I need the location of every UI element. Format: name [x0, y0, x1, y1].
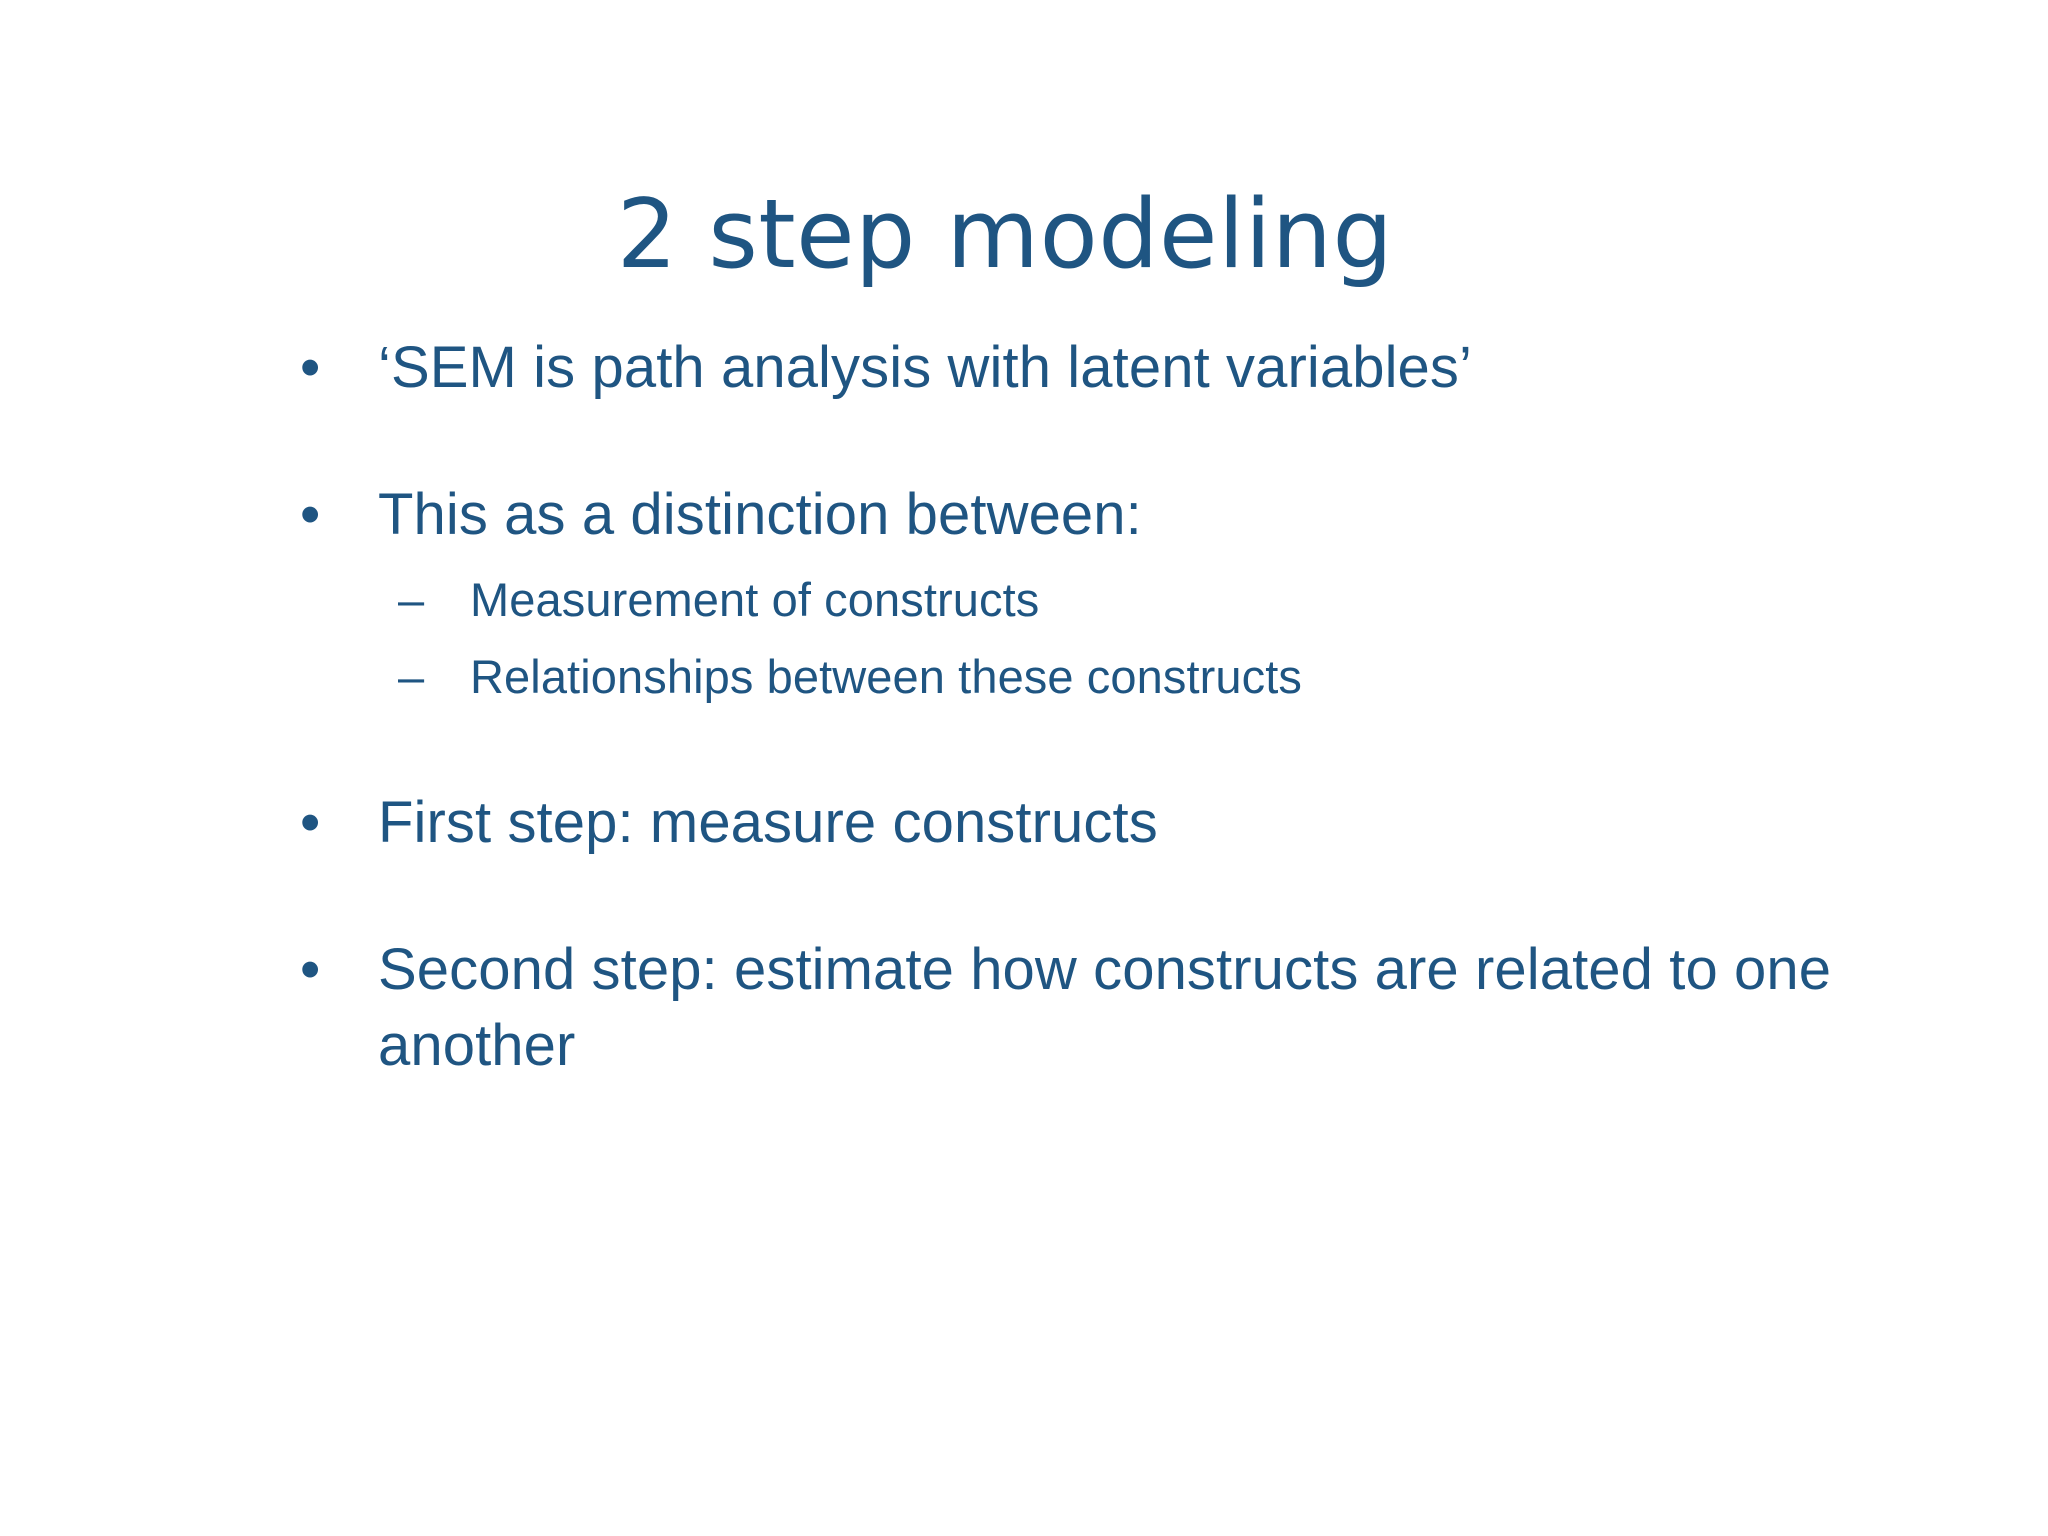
bullet-marker-icon: •: [300, 482, 321, 548]
bullet-item: • ‘SEM is path analysis with latent vari…: [0, 330, 2048, 405]
bullet-item: • Second step: estimate how constructs a…: [0, 932, 2048, 1083]
bullet-text: First step: measure constructs: [378, 789, 1158, 855]
bullet-text: Second step: estimate how constructs are…: [378, 937, 1832, 1078]
bullet-item: • This as a distinction between:: [0, 477, 2048, 552]
sub-bullet-item: – Measurement of constructs: [0, 569, 2048, 630]
bullet-marker-icon: •: [300, 335, 321, 400]
spacer: [0, 630, 2048, 646]
slide-title: 2 step modeling: [616, 179, 1394, 290]
bullet-text: This as a distinction between:: [378, 482, 1142, 548]
sub-bullet-item: – Relationships between these constructs: [0, 646, 2048, 707]
bullet-item: • First step: measure constructs: [0, 785, 2048, 860]
bullet-marker-icon: •: [300, 789, 321, 855]
spacer: [0, 860, 2048, 932]
slide-body-content: • ‘SEM is path analysis with latent vari…: [0, 330, 2048, 1083]
sub-bullet-text: Measurement of constructs: [470, 572, 1040, 626]
dash-marker-icon: –: [398, 649, 425, 703]
bullet-marker-icon: •: [300, 937, 321, 1003]
sub-bullet-text: Relationships between these constructs: [470, 649, 1302, 703]
dash-marker-icon: –: [398, 572, 425, 626]
spacer: [0, 553, 2048, 569]
bullet-text: ‘SEM is path analysis with latent variab…: [378, 335, 1472, 400]
spacer: [0, 707, 2048, 785]
spacer: [0, 405, 2048, 477]
